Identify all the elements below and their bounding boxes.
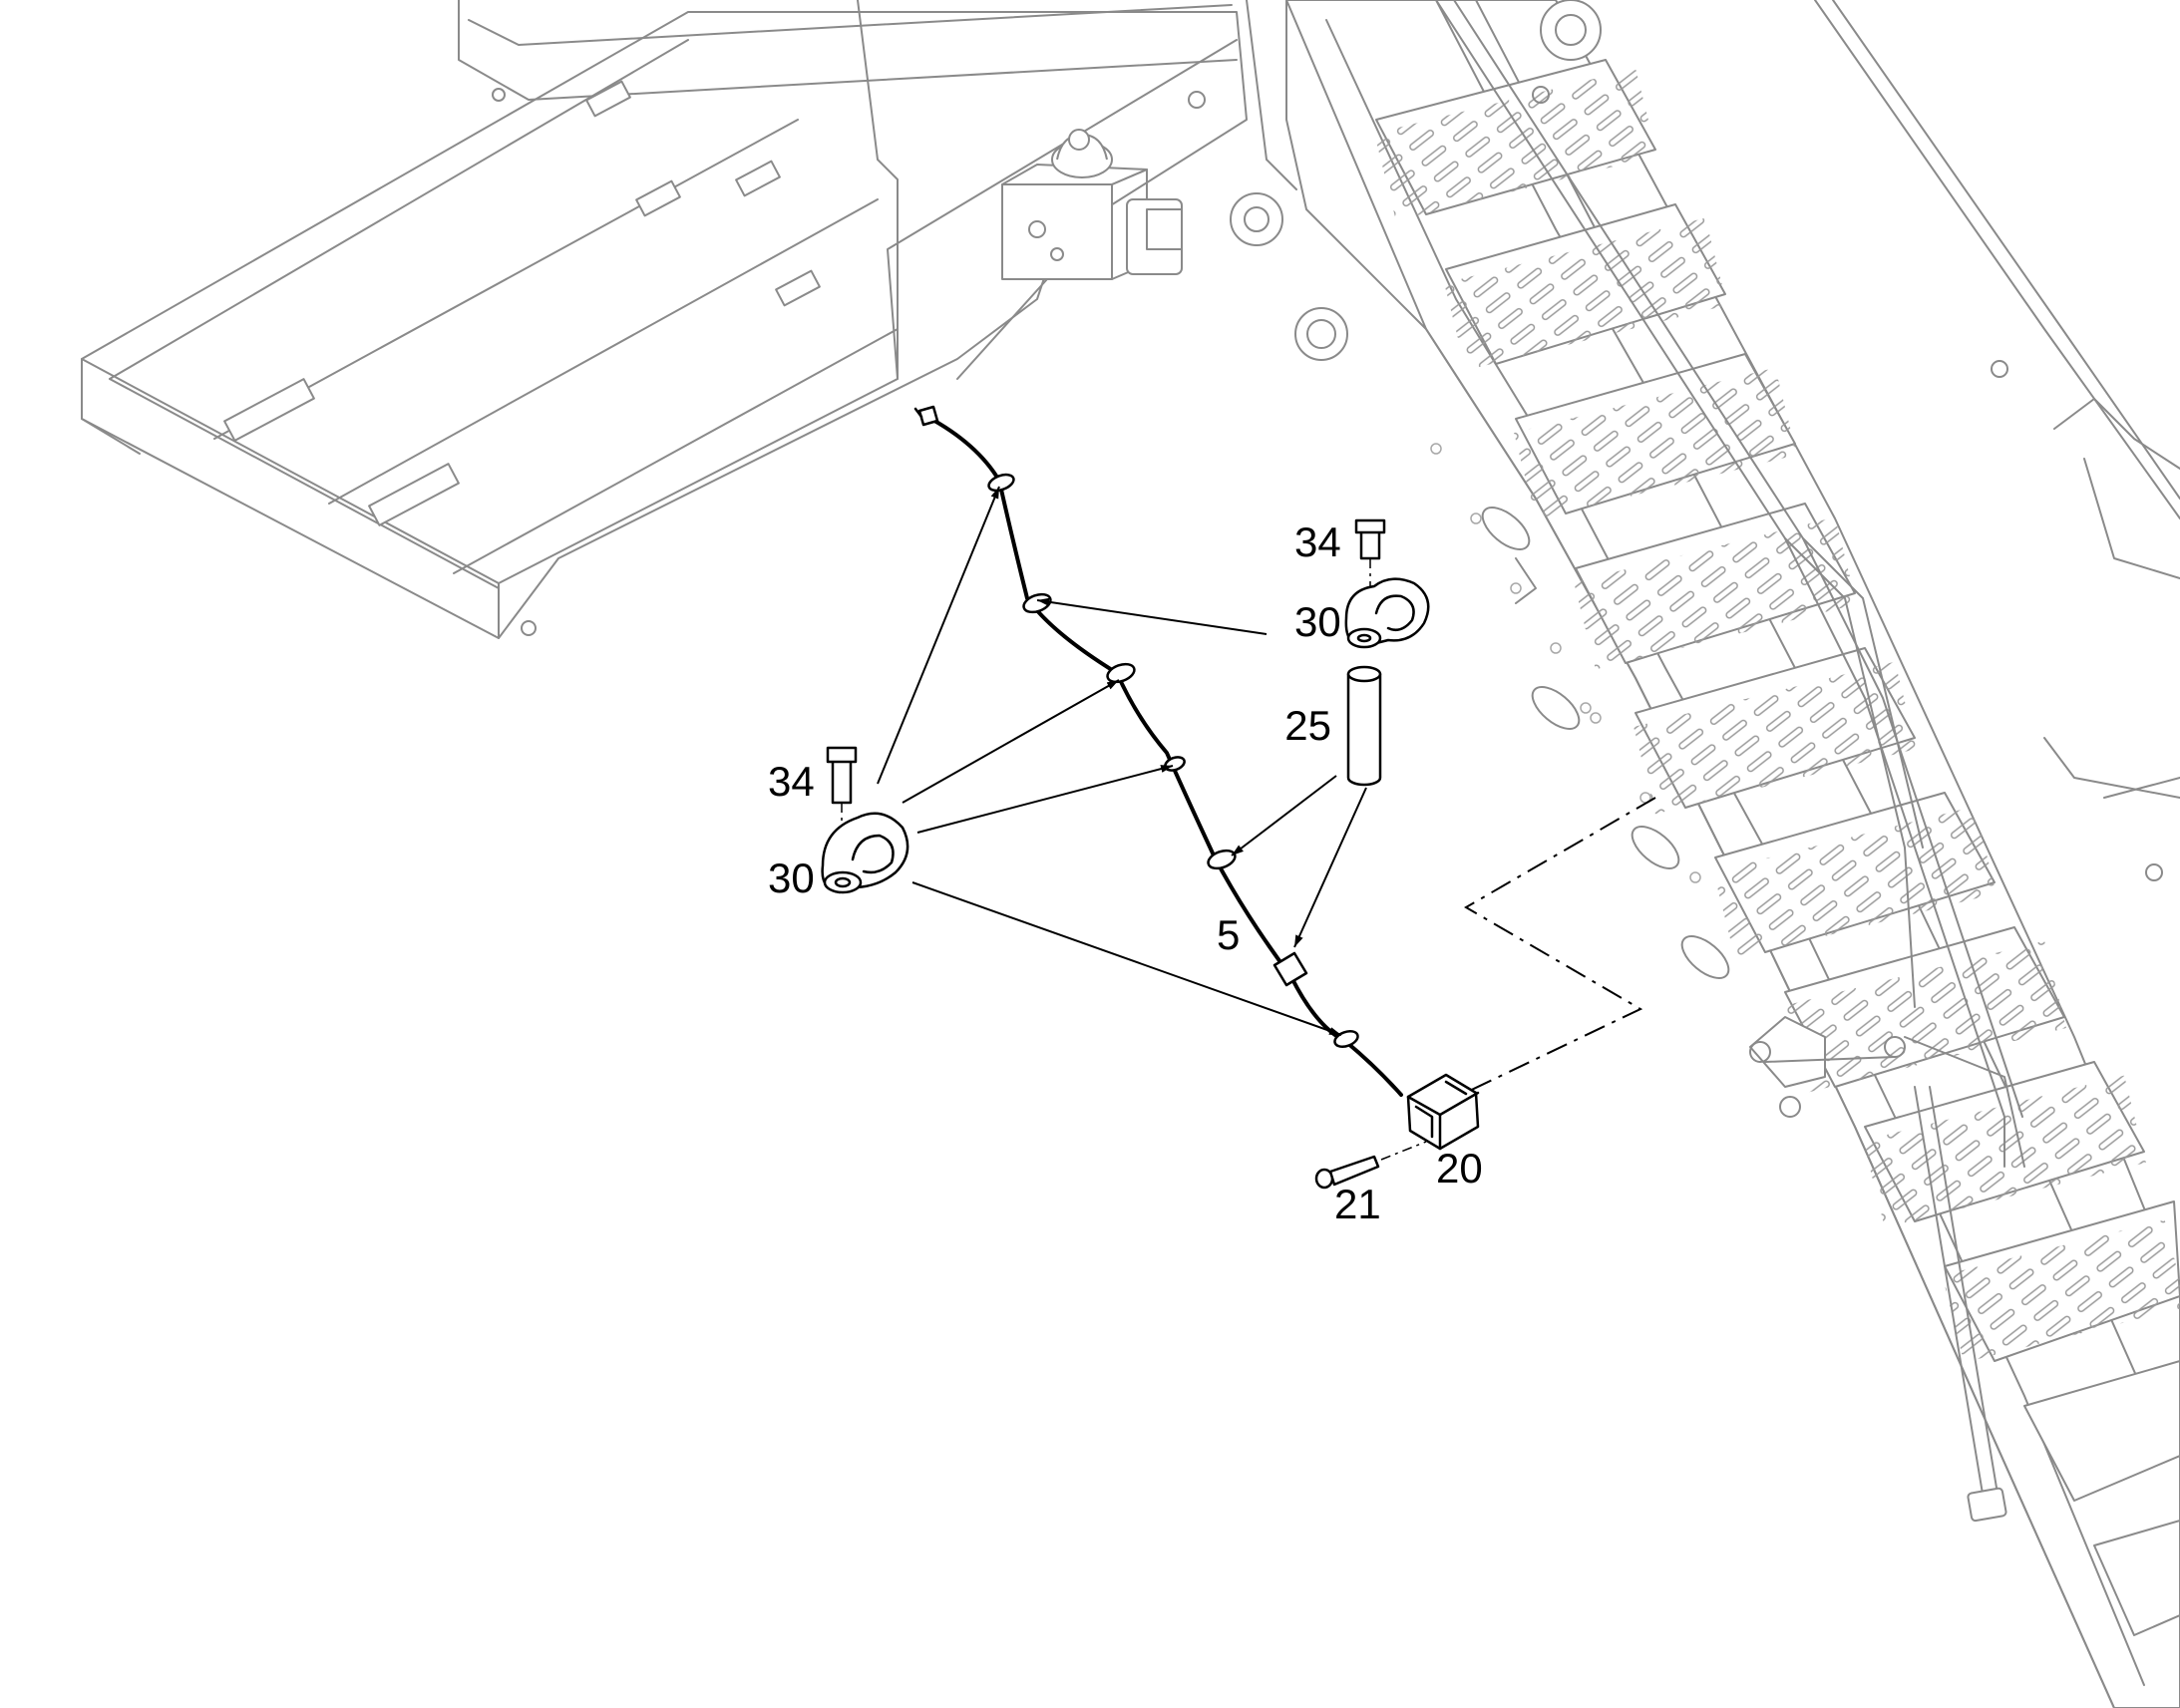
callout-30-right: 30: [1294, 598, 1341, 645]
connector-housing: [1406, 1073, 1480, 1151]
clamp-left: [821, 746, 909, 894]
callout-30-left: 30: [768, 854, 815, 901]
stair-assembly-ghost: [1230, 0, 2180, 1708]
valve-unit-ghost: [956, 129, 1183, 380]
callout-labels: 34 30 25 34 30 5 20 21: [768, 518, 1483, 1227]
cable-harness: [913, 405, 1403, 1097]
assembly-reference-line: [1435, 797, 1656, 1108]
callout-21: 21: [1334, 1181, 1381, 1227]
callout-25: 25: [1284, 702, 1331, 749]
screw: [1314, 1141, 1427, 1190]
spacer-tube: [1346, 665, 1382, 787]
callout-34-right: 34: [1294, 518, 1341, 565]
leader-lines: [877, 486, 1367, 1036]
clamp-right: [1344, 518, 1430, 649]
callout-5: 5: [1217, 911, 1240, 958]
callout-20: 20: [1436, 1145, 1483, 1192]
platform-assembly-ghost: [81, 0, 1248, 639]
callout-34-left: 34: [768, 758, 815, 805]
